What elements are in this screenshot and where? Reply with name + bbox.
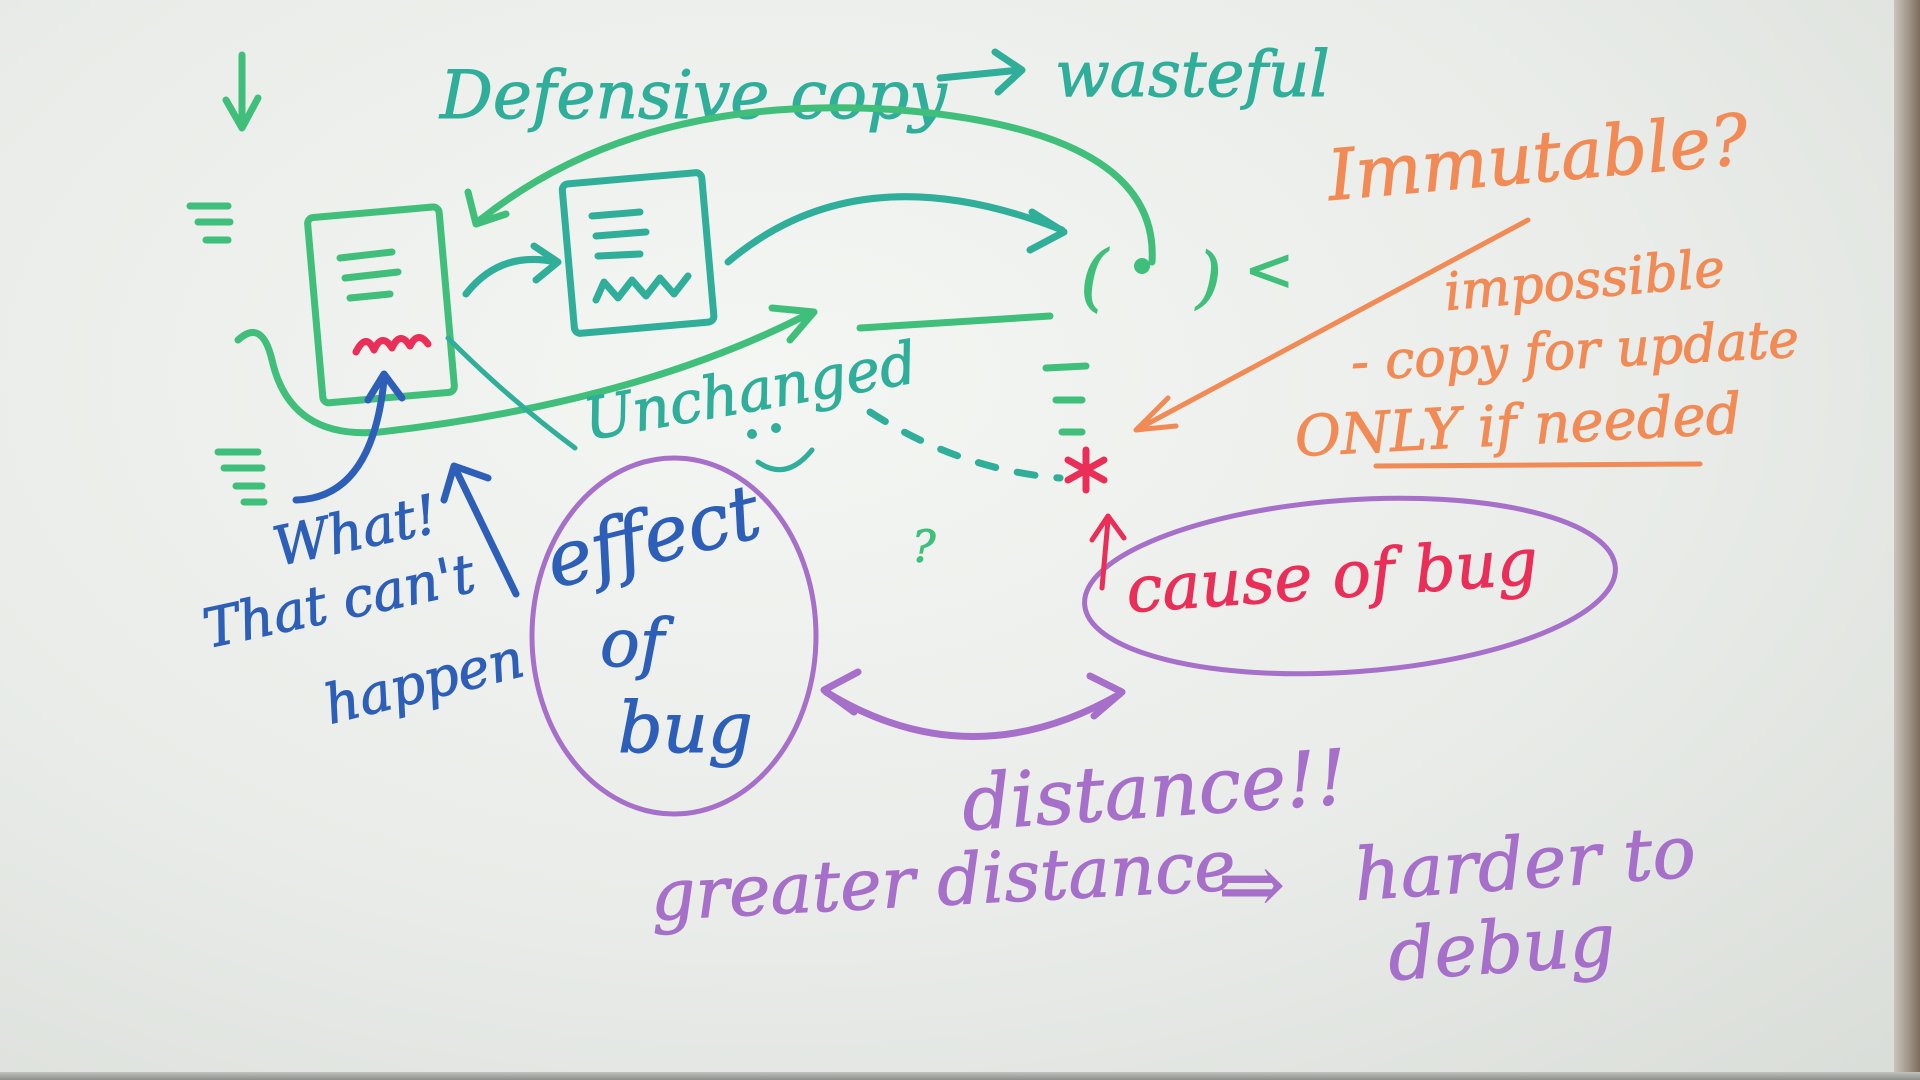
function-lines <box>1042 362 1090 436</box>
what-arrow-to-doc <box>292 376 388 504</box>
what-label-line3: happen <box>318 626 530 736</box>
copy-to-function-arc <box>724 193 1066 266</box>
cause-arrow <box>1089 513 1127 591</box>
function-paren-open: ( <box>1080 235 1110 319</box>
copy-document-icon <box>558 169 718 337</box>
function-less-than: < <box>1244 235 1294 305</box>
function-paren-close: ) <box>1194 239 1222 316</box>
effect-label-line1: effect <box>537 467 769 606</box>
immutable-label: Immutable? <box>1322 98 1752 217</box>
effect-label-line3: bug <box>618 687 753 769</box>
function-dot <box>1134 258 1150 274</box>
debug-label: debug <box>1385 897 1618 997</box>
down-arrow-icon <box>222 51 262 132</box>
unchanged-pointer <box>445 335 578 451</box>
immutable-arrow <box>1133 217 1531 433</box>
implies-arrow-icon: ⇒ <box>1218 838 1285 931</box>
effect-arrow-up <box>440 462 520 598</box>
question-mark: ? <box>912 522 936 573</box>
smiley-icon <box>747 423 815 473</box>
bug-star-icon <box>1064 446 1108 494</box>
cause-of-bug-label: cause of bug <box>1124 525 1540 628</box>
heading-wasteful: wasteful <box>1055 38 1330 112</box>
harder-to-label: harder to <box>1351 809 1698 917</box>
impossible-label: impossible <box>1442 239 1727 323</box>
effect-label-line2: of <box>600 605 675 682</box>
pass-line <box>856 312 1054 332</box>
pass-through-loop <box>234 308 816 437</box>
board-frame-right <box>1894 0 1920 1080</box>
dashed-path <box>866 408 1064 482</box>
return-arc <box>476 104 1156 266</box>
copy-arrow <box>462 255 560 298</box>
greater-distance-label: greater distance <box>649 824 1238 937</box>
heading-arrow <box>936 48 1026 96</box>
only-if-needed-label: ONLY if needed <box>1293 382 1743 470</box>
left-side-lines <box>186 202 268 506</box>
cause-ellipse <box>1082 495 1618 677</box>
heading-defensive-copy: Defensive copy <box>439 57 947 134</box>
distance-double-arrow <box>822 688 1124 740</box>
copy-for-update-label: - copy for update <box>1350 310 1801 393</box>
board-frame-bottom <box>0 1072 1920 1080</box>
original-document-icon <box>304 203 458 407</box>
effect-ellipse <box>529 455 819 817</box>
only-if-needed-underline <box>1373 461 1703 469</box>
